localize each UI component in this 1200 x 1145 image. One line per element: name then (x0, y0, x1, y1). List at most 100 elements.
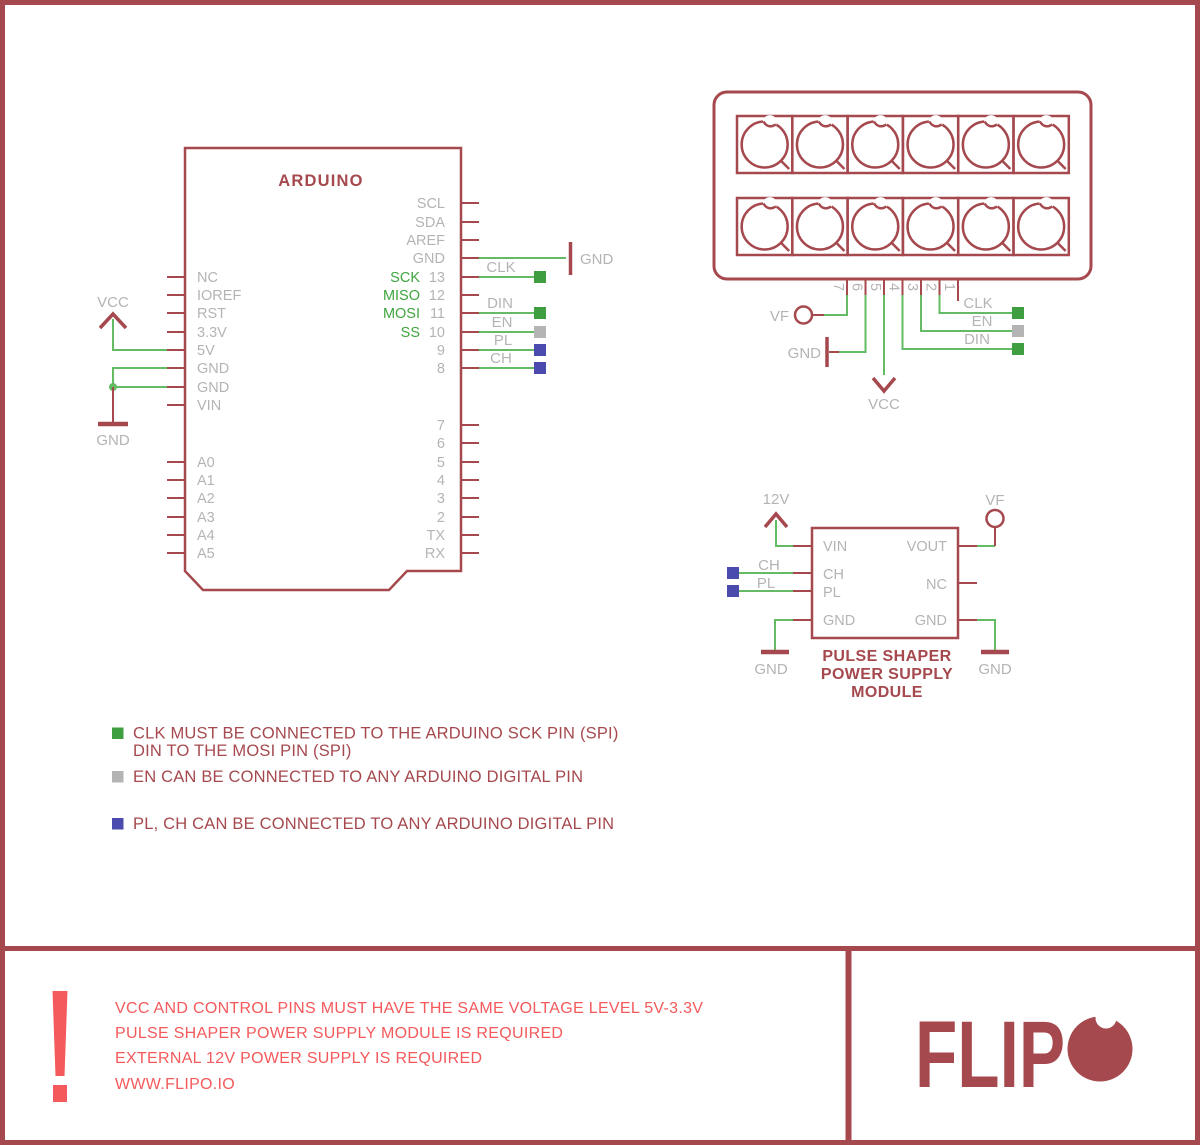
module-gnd-left-label: GND (754, 661, 788, 678)
legend-pl-line: PL, CH CAN BE CONNECTED TO ANY ARDUINO D… (133, 815, 614, 833)
legend-en-line: EN CAN BE CONNECTED TO ANY ARDUINO DIGIT… (133, 768, 583, 786)
pulse-shaper-module-component: VIN CH PL GND VOUT NC GND 12V CH PL GND … (727, 491, 1012, 701)
flipdot-display-component: 7 6 5 4 3 2 1 VF GND VCC DIN EN (712, 90, 1093, 413)
pin-label-a1: A1 (197, 473, 215, 489)
pin-number-7: 7 (437, 418, 445, 434)
pin-label-gnd1: GND (197, 361, 229, 377)
pin-label-rst: RST (197, 306, 226, 322)
warning-line-3: EXTERNAL 12V POWER SUPPLY IS REQUIRED (115, 1050, 482, 1067)
arduino-component: ARDUINO NC IOREF RST 3.3V 5V GND GND VIN… (96, 146, 614, 592)
display-connections: VF GND VCC DIN EN CLK (770, 295, 1024, 413)
arduino-right-pin-stubs (461, 202, 479, 554)
pin-number-11: 11 (430, 306, 445, 322)
pin-label-a5: A5 (197, 546, 215, 562)
flipo-logo-disc-notch (1095, 1007, 1117, 1029)
module-pin-vout: VOUT (907, 539, 947, 555)
display-en-label: EN (972, 313, 993, 330)
module-pin-gnd-right: GND (915, 613, 947, 629)
12v-arrow-up-icon (763, 511, 789, 529)
pin-number-12: 12 (429, 288, 445, 304)
ch-signal-label: CH (490, 350, 512, 367)
display-pin-1: 1 (941, 283, 957, 291)
arduino-vcc-net: VCC (97, 294, 167, 351)
exclamation-icon (52, 991, 68, 1076)
wire-gnd-right (977, 619, 996, 650)
legend-green-swatch (112, 727, 124, 739)
vcc-arrow-up-icon (98, 311, 128, 330)
legend-gray-swatch (112, 771, 124, 783)
display-pin-5: 5 (867, 283, 883, 291)
module-ch-label: CH (758, 557, 780, 574)
display-en-pad (1012, 325, 1024, 337)
module-connections: 12V CH PL GND VF GND (727, 491, 1012, 678)
module-pin-gnd-left: GND (823, 613, 855, 629)
display-din-label: DIN (964, 331, 990, 348)
display-vcc-label: VCC (868, 396, 900, 413)
display-clk-pad (1012, 307, 1024, 319)
pin-label-sck: SCK (390, 270, 420, 286)
en-pad (534, 326, 546, 338)
wire-pin4-din (901, 295, 1012, 350)
module-title-line1: PULSE SHAPER (822, 648, 951, 665)
pin-label-vin: VIN (197, 398, 221, 414)
legend-clk-line1: CLK MUST BE CONNECTED TO THE ARDUINO SCK… (133, 725, 619, 743)
flipo-logo-text: FLIP (915, 1002, 1065, 1108)
pin-label-rx: RX (425, 546, 445, 562)
warning-block: VCC AND CONTROL PINS MUST HAVE THE SAME … (52, 991, 703, 1102)
wire-pin7-vf (824, 295, 848, 316)
pin-label-a0: A0 (197, 455, 215, 471)
pin-label-a3: A3 (197, 510, 215, 526)
bottom-banner: VCC AND CONTROL PINS MUST HAVE THE SAME … (0, 946, 1200, 1143)
gnd-net-label: GND (580, 251, 614, 268)
wire-pin3-en (920, 295, 1012, 332)
arduino-signal-wires: GND CLK DIN EN PL CH (479, 242, 614, 374)
module-title-line3: MODULE (851, 684, 923, 701)
module-pin-vin: VIN (823, 539, 847, 555)
module-12v-label: 12V (763, 491, 790, 508)
arduino-title: ARDUINO (278, 172, 363, 190)
din-signal-label: DIN (487, 295, 513, 312)
ch-pad (534, 362, 546, 374)
module-pin-nc: NC (926, 577, 947, 593)
pin-label-aref: AREF (406, 233, 445, 249)
warning-line-1: VCC AND CONTROL PINS MUST HAVE THE SAME … (115, 1000, 703, 1017)
display-clk-label: CLK (963, 295, 992, 312)
din-pad (534, 307, 546, 319)
pin-label-a2: A2 (197, 491, 215, 507)
display-pin-6: 6 (849, 283, 865, 291)
module-vf-label: VF (985, 492, 1004, 509)
exclamation-dot (53, 1085, 67, 1102)
vcc-label: VCC (97, 294, 129, 311)
module-pin-ch: CH (823, 567, 844, 583)
vcc-arrow-down-icon (871, 376, 897, 394)
display-pin-7: 7 (830, 283, 846, 291)
wire-pin6-gnd (839, 295, 867, 353)
module-title-line2: POWER SUPPLY (821, 666, 953, 683)
pin-label-gnd2: GND (197, 380, 229, 396)
pl-signal-label: PL (494, 332, 512, 349)
vf-terminal-icon (793, 305, 814, 325)
clk-pad (534, 271, 546, 283)
pin-label-miso: MISO (383, 288, 420, 304)
display-pin-stubs (846, 279, 959, 301)
en-signal-label: EN (492, 314, 513, 331)
pin-label-ss: SS (401, 325, 420, 341)
pin-number-6: 6 (437, 436, 445, 452)
module-pin-stubs (793, 545, 977, 621)
pin-label-a4: A4 (197, 528, 215, 544)
arduino-gnd-net: GND (96, 367, 167, 449)
display-cell-grid (735, 114, 1071, 257)
warning-line-4: WWW.FLIPO.IO (115, 1076, 235, 1093)
pin-number-8: 8 (437, 361, 445, 377)
display-vf-label: VF (770, 308, 789, 325)
module-ch-pad (727, 567, 739, 579)
wire-vcc-to-5v (112, 319, 167, 351)
pin-number-3: 3 (437, 491, 445, 507)
pin-label-mosi: MOSI (383, 306, 420, 322)
legend: CLK MUST BE CONNECTED TO THE ARDUINO SCK… (112, 725, 619, 833)
pin-number-13: 13 (429, 270, 445, 286)
pin-label-gnd-right: GND (413, 251, 445, 267)
